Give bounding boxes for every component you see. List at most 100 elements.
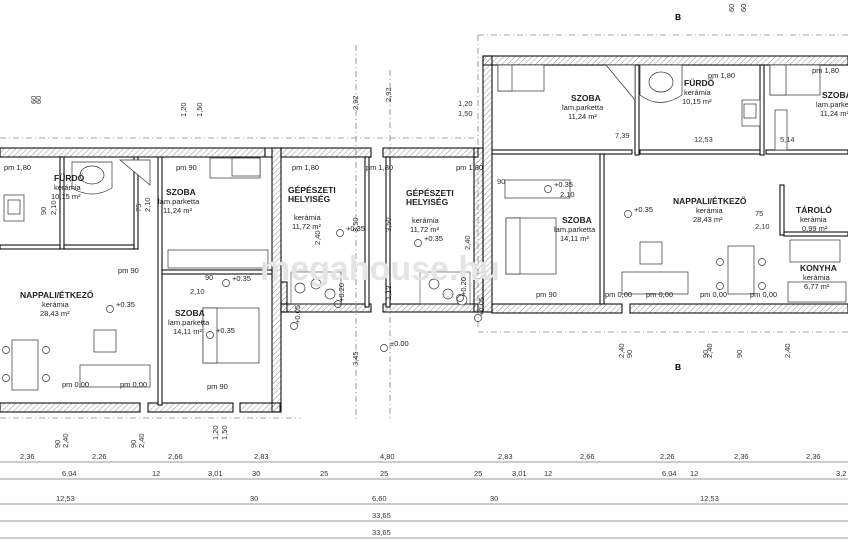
room-name-line: GÉPÉSZETI	[288, 185, 336, 195]
opening-dim: 90	[701, 350, 710, 358]
room-area: 11,24 m²	[820, 109, 848, 118]
room-floor: kerámia	[800, 215, 828, 224]
opening-dim: 1,50	[195, 102, 204, 117]
dimension-value: 25	[474, 469, 482, 478]
dimension-value: 2,36	[20, 452, 35, 461]
window-mark: pm 0,00	[646, 290, 673, 299]
dimension-value: 30	[252, 469, 260, 478]
opening-dim: 2,40	[705, 343, 714, 358]
dimension-value: 12	[152, 469, 160, 478]
dimension-value: 30	[250, 494, 258, 503]
room-name: SZOBA	[166, 187, 196, 197]
level-mark: +0.35	[232, 274, 251, 283]
level-marks: +0.35+0.35+0.35+0.35+0.35+0.35+0.35±0.00…	[106, 180, 653, 352]
opening-dim: 1,50	[220, 425, 229, 440]
room-area: 14,11 m²	[173, 327, 203, 336]
opening-dim: 12,53	[694, 135, 713, 144]
dimension-value: 25	[320, 469, 328, 478]
opening-dim: 1,12	[384, 285, 393, 300]
section-markers: B B	[675, 12, 681, 372]
room-area: 0,99 m²	[802, 224, 828, 233]
dimension-value: 2,83	[498, 452, 513, 461]
opening-dim: 90	[53, 440, 62, 448]
level-mark: +0.35	[216, 326, 235, 335]
room-floor: lam.parketta	[554, 225, 596, 234]
furniture	[2, 64, 847, 391]
watermark: megahouse.hu	[260, 250, 500, 288]
level-mark: +0.20	[337, 283, 346, 302]
room-name-line: HELYISÉG	[406, 197, 449, 207]
dimension-value: 25	[380, 469, 388, 478]
window-mark: pm 90	[536, 290, 557, 299]
dimension-value: 6,04	[62, 469, 77, 478]
room-name-line: GÉPÉSZETI	[406, 188, 454, 198]
level-symbol	[222, 279, 230, 287]
dimension-value: 12,53	[700, 494, 719, 503]
room-name: TÁROLÓ	[796, 204, 832, 215]
room-name: FÜRDŐ	[684, 77, 715, 88]
room-floor: lam.parketta	[562, 103, 604, 112]
level-mark: +0.05	[477, 297, 486, 316]
level-symbol	[290, 322, 298, 330]
opening-dim: 60	[34, 96, 43, 104]
room-name: FÜRDŐ	[54, 172, 85, 183]
room-area: 11,24 m²	[568, 112, 598, 121]
section-marker-bottom: B	[675, 362, 681, 372]
opening-dim: 3,50	[384, 217, 393, 232]
level-mark: +0.05	[293, 305, 302, 324]
room-name: SZOBA	[822, 90, 848, 100]
level-symbol	[334, 300, 342, 308]
room-area: 11,72 m²	[292, 222, 322, 231]
room-floor: lam.parketta	[158, 197, 200, 206]
level-symbol	[414, 239, 422, 247]
opening-dim: 1,20	[179, 102, 188, 117]
room-floor: kerámia	[412, 216, 440, 225]
room-area: 28,43 m²	[693, 215, 723, 224]
room-floor: lam.parketta	[168, 318, 210, 327]
window-mark: pm 0,00	[62, 380, 89, 389]
window-mark: pm 1,80	[812, 66, 839, 75]
room-floor: lam.parketta	[816, 100, 848, 109]
dimension-value: 12,53	[56, 494, 75, 503]
opening-dim: 3,45	[351, 351, 360, 366]
level-symbol	[624, 210, 632, 218]
window-mark: pm 90	[118, 266, 139, 275]
opening-dim: 2,92	[351, 95, 360, 110]
opening-dim: 2,40	[137, 433, 146, 448]
dimension-value: 33,65	[372, 511, 391, 520]
dimension-value: 4,80	[380, 452, 395, 461]
window-mark: pm 0,00	[750, 290, 777, 299]
central-walls	[280, 147, 484, 313]
dimension-value: 2,66	[580, 452, 595, 461]
window-mark: pm 90	[207, 382, 228, 391]
opening-dim: 1,20	[211, 425, 220, 440]
dimension-value: 2,83	[254, 452, 269, 461]
room-area: 14,11 m²	[560, 234, 590, 243]
room-floor: kerámia	[54, 183, 82, 192]
opening-dim: 90	[205, 273, 213, 282]
dimension-value: 3,2	[836, 469, 846, 478]
opening-dim: 90	[39, 207, 48, 215]
room-floor: kerámia	[684, 88, 712, 97]
room-name: SZOBA	[562, 215, 592, 225]
level-symbol	[336, 229, 344, 237]
level-mark: +0.35	[634, 205, 653, 214]
room-area: 11,72 m²	[410, 225, 440, 234]
window-mark: pm 1,80	[708, 71, 735, 80]
window-mark: pm 0,00	[605, 290, 632, 299]
opening-dim: 2,40	[783, 343, 792, 358]
opening-dim: 1,50	[458, 109, 473, 118]
dimension-value: 2,26	[660, 452, 675, 461]
level-mark: +0.35	[346, 224, 365, 233]
opening-dim: 7,39	[615, 131, 630, 140]
dimension-value: 2,66	[168, 452, 183, 461]
